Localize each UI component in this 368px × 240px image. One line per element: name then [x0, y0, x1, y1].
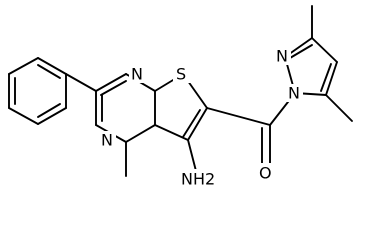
bond — [37, 103, 61, 118]
molecule-canvas: N N S N N O NH2 — [8, 5, 353, 189]
atom-sulfur: S — [176, 65, 186, 84]
bond — [65, 73, 97, 92]
bond — [37, 107, 67, 125]
bond — [8, 107, 39, 125]
atom-nitrogen: N — [101, 131, 113, 150]
bond — [311, 37, 338, 63]
bond — [100, 80, 127, 96]
bond — [182, 109, 201, 138]
amine-bond — [187, 139, 197, 172]
carbonyl-group — [206, 107, 271, 166]
bond — [95, 73, 127, 92]
bond — [187, 107, 208, 141]
bond — [289, 44, 313, 59]
atom-nitrogen: N — [288, 84, 300, 103]
atom-nitrogen: N — [131, 65, 143, 84]
bond — [206, 107, 271, 126]
bond — [320, 63, 332, 92]
bond — [37, 57, 67, 75]
bond — [37, 64, 61, 79]
atom-amine: NH2 — [181, 170, 215, 189]
bond — [154, 124, 189, 141]
bond — [325, 61, 338, 96]
bond — [8, 57, 39, 75]
bond — [125, 124, 156, 143]
atom-oxygen: O — [259, 164, 272, 183]
atom-nitrogen: N — [276, 47, 288, 66]
thiophene-ring — [154, 73, 208, 141]
structure-drawing: N N S N N O NH2 — [8, 5, 353, 189]
methyl-bond — [325, 94, 353, 122]
phenyl-ring — [8, 57, 67, 125]
